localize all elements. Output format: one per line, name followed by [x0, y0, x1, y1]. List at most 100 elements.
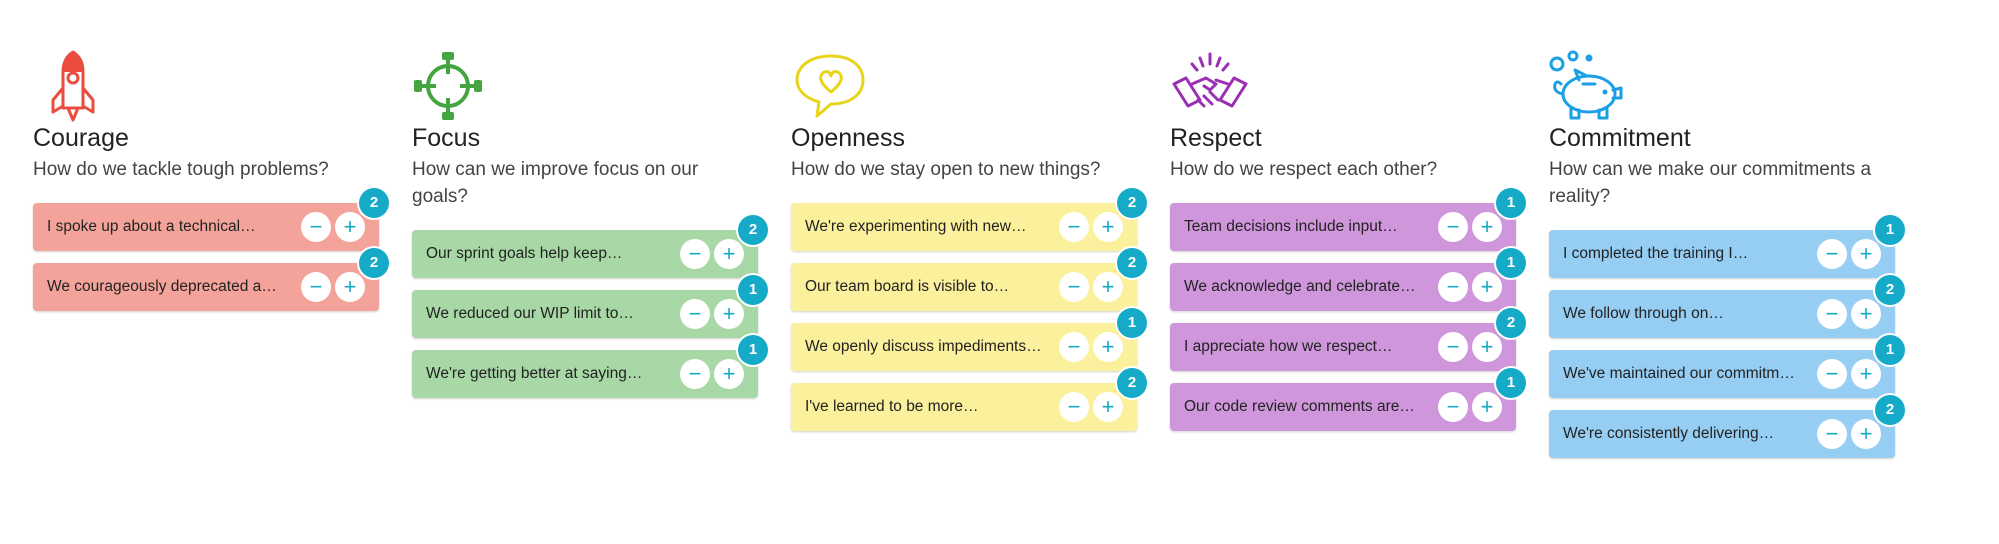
card-text: Team decisions include input…	[1184, 218, 1398, 235]
card-text: Our team board is visible to…	[805, 278, 1010, 295]
downvote-button[interactable]: −	[1438, 392, 1468, 422]
upvote-button[interactable]: +	[714, 239, 744, 269]
downvote-button[interactable]: −	[1817, 359, 1847, 389]
vote-count-badge: 2	[1875, 275, 1905, 305]
upvote-button[interactable]: +	[1851, 299, 1881, 329]
upvote-button[interactable]: +	[1472, 272, 1502, 302]
column-title: Courage	[33, 124, 129, 152]
handshake-icon	[1170, 50, 1250, 122]
upvote-button[interactable]: +	[1851, 419, 1881, 449]
vote-count-badge: 1	[738, 335, 768, 365]
upvote-button[interactable]: +	[1093, 392, 1123, 422]
card[interactable]: Team decisions include input… − + 1	[1170, 188, 1526, 251]
column-title: Commitment	[1549, 124, 1691, 152]
downvote-button[interactable]: −	[301, 272, 331, 302]
card[interactable]: We're consistently delivering… − + 2	[1549, 395, 1905, 458]
column-question: How do we stay open to new things?	[791, 159, 1101, 180]
vote-count-badge: 2	[1117, 248, 1147, 278]
vote-count-badge: 2	[359, 188, 389, 218]
downvote-button[interactable]: −	[1438, 272, 1468, 302]
column-question: How can we make our commitments a realit…	[1549, 159, 1872, 207]
downvote-button[interactable]: −	[1817, 239, 1847, 269]
card[interactable]: We've maintained our commitment… − + 1	[1549, 335, 1905, 398]
vote-count-badge: 2	[359, 248, 389, 278]
card-text: We're consistently delivering…	[1563, 425, 1775, 442]
downvote-button[interactable]: −	[1059, 272, 1089, 302]
rocket-icon	[33, 50, 113, 122]
upvote-button[interactable]: +	[1093, 272, 1123, 302]
downvote-button[interactable]: −	[1059, 332, 1089, 362]
card[interactable]: We reduced our WIP limit to… − + 1	[412, 275, 768, 338]
vote-count-badge: 2	[1875, 395, 1905, 425]
downvote-button[interactable]: −	[1059, 392, 1089, 422]
card-text: I've learned to be more…	[805, 398, 979, 415]
card[interactable]: We follow through on… − + 2	[1549, 275, 1905, 338]
vote-count-badge: 1	[1496, 188, 1526, 218]
vote-count-badge: 1	[738, 275, 768, 305]
column-title: Respect	[1170, 124, 1262, 152]
card[interactable]: I spoke up about a technical… − + 2	[33, 188, 389, 251]
vote-count-badge: 2	[738, 215, 768, 245]
card-text: We've maintained our commitment…	[1563, 365, 1801, 382]
downvote-button[interactable]: −	[1817, 419, 1847, 449]
card-text: We're experimenting with new…	[805, 218, 1027, 235]
vote-count-badge: 2	[1496, 308, 1526, 338]
card-text: We courageously deprecated a…	[47, 278, 277, 295]
piggy-bank-icon	[1549, 50, 1629, 122]
vote-count-badge: 1	[1875, 215, 1905, 245]
downvote-button[interactable]: −	[680, 239, 710, 269]
upvote-button[interactable]: +	[1472, 332, 1502, 362]
card[interactable]: I've learned to be more… − + 2	[791, 368, 1147, 431]
card-text: Our code review comments are…	[1184, 398, 1415, 415]
card[interactable]: I appreciate how we respect… − + 2	[1170, 308, 1526, 371]
card-text: I appreciate how we respect…	[1184, 338, 1393, 355]
upvote-button[interactable]: +	[1851, 239, 1881, 269]
card-text: We acknowledge and celebrate…	[1184, 278, 1416, 295]
downvote-button[interactable]: −	[1059, 212, 1089, 242]
card-text: We're getting better at saying…	[426, 365, 643, 382]
column-title: Focus	[412, 124, 481, 152]
upvote-button[interactable]: +	[1472, 392, 1502, 422]
vote-count-badge: 1	[1496, 248, 1526, 278]
upvote-button[interactable]: +	[1093, 332, 1123, 362]
upvote-button[interactable]: +	[1472, 212, 1502, 242]
column-question: How do we tackle tough problems?	[33, 159, 329, 180]
upvote-button[interactable]: +	[335, 272, 365, 302]
card[interactable]: We acknowledge and celebrate… − + 1	[1170, 248, 1526, 311]
downvote-button[interactable]: −	[1817, 299, 1847, 329]
downvote-button[interactable]: −	[1438, 332, 1468, 362]
vote-count-badge: 1	[1117, 308, 1147, 338]
card-text: We reduced our WIP limit to…	[426, 305, 634, 322]
card[interactable]: Our code review comments are… − + 1	[1170, 368, 1526, 431]
column-title: Openness	[791, 124, 905, 152]
card[interactable]: We openly discuss impediments… − + 1	[791, 308, 1147, 371]
card[interactable]: We're experimenting with new… − + 2	[791, 188, 1147, 251]
card-text: We openly discuss impediments…	[805, 338, 1042, 355]
upvote-button[interactable]: +	[714, 359, 744, 389]
downvote-button[interactable]: −	[680, 299, 710, 329]
vote-count-badge: 1	[1875, 335, 1905, 365]
card[interactable]: I completed the training I… − + 1	[1549, 215, 1905, 278]
downvote-button[interactable]: −	[1438, 212, 1468, 242]
column-question: How do we respect each other?	[1170, 159, 1438, 180]
upvote-button[interactable]: +	[1093, 212, 1123, 242]
vote-count-badge: 2	[1117, 188, 1147, 218]
column-question: How can we improve focus on our goals?	[412, 159, 699, 207]
card[interactable]: Our team board is visible to… − + 2	[791, 248, 1147, 311]
downvote-button[interactable]: −	[680, 359, 710, 389]
card-text: I completed the training I…	[1563, 245, 1749, 262]
card-text: I spoke up about a technical…	[47, 218, 256, 235]
vote-count-badge: 1	[1496, 368, 1526, 398]
heart-speech-bubble-icon	[791, 50, 871, 122]
downvote-button[interactable]: −	[301, 212, 331, 242]
card[interactable]: We courageously deprecated a… − + 2	[33, 248, 389, 311]
upvote-button[interactable]: +	[714, 299, 744, 329]
card[interactable]: Our sprint goals help keep… − + 2	[412, 215, 768, 278]
card-text: We follow through on…	[1563, 305, 1724, 322]
upvote-button[interactable]: +	[335, 212, 365, 242]
card[interactable]: We're getting better at saying… − + 1	[412, 335, 768, 398]
target-icon	[412, 50, 492, 122]
upvote-button[interactable]: +	[1851, 359, 1881, 389]
card-text: Our sprint goals help keep…	[426, 245, 623, 262]
